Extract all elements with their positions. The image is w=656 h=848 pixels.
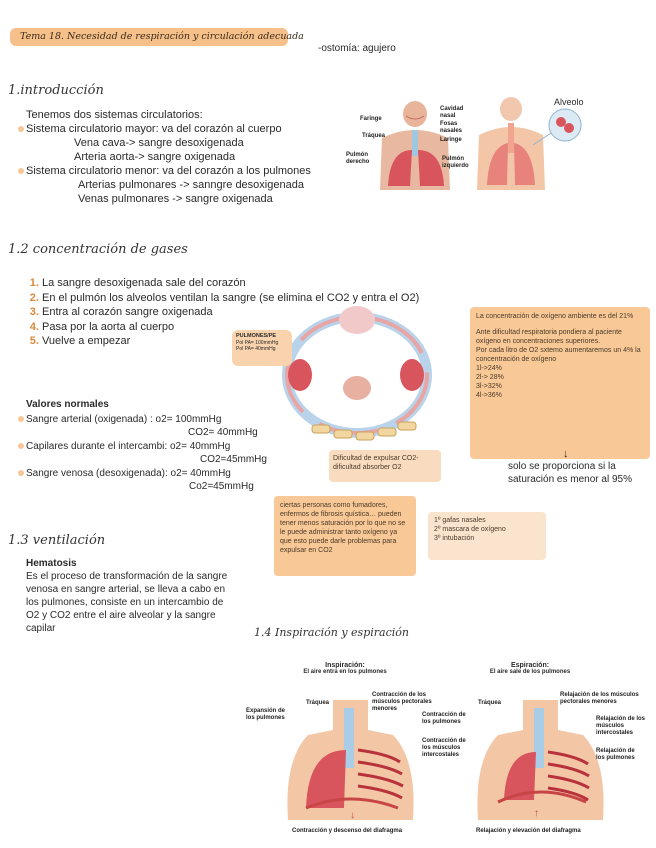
intro-line: Tenemos dos sistemas circulatorios: [26,109,203,121]
step-item: En el pulmón los alveolos ventilan la sa… [42,291,506,306]
valor-line: CO2= 40mmHg [188,427,258,438]
step-item: Vuelve a empezar [42,334,506,349]
label-traquea: Tráquea [362,133,386,139]
inspiracion-illustration: ↓ [287,700,414,820]
valor-line: Capilares durante el intercambi: o2= 40m… [26,441,231,452]
label-fosas-nasales: Fosas nasales [440,121,463,134]
intro-line: Venas pulmonares -> sangre oxigenada [78,193,273,205]
label-pulmon-derecho: Pulmón derecho [346,152,370,165]
title-banner [10,28,288,46]
valor-line: Co2=45mmHg [189,481,254,492]
caption-inspiracion: Contracción y descenso del diafragma [292,828,403,834]
label-faringe: Faringe [360,116,382,122]
step-item: Pasa por la aorta al cuerpo [42,320,506,335]
bullet-icon [18,470,24,477]
intro-line: Sistema circulatorio mayor: va del coraz… [26,123,282,135]
intro-text: Tenemos dos sistemas circulatorios: Sist… [18,108,356,206]
svg-text:↑: ↑ [534,808,539,819]
steps-list: La sangre desoxigenada sale del corazón … [26,276,506,349]
bullet-icon [18,168,24,175]
bullet-icon [18,416,24,423]
heading-ventilacion: 1.3 ventilación [8,533,106,548]
step-item: La sangre desoxigenada sale del corazón [42,276,506,291]
heading-inspiracion-espiracion: 1.4 Inspiración y espiración [254,626,409,639]
bullet-icon [18,126,24,133]
circulation-diagram [282,306,432,441]
label-alveolo: Alveolo [554,97,584,107]
label-pectorales-contraccion: Contracción de los músculos pectorales m… [372,692,432,712]
inspiracion-title: Inspiración: El aire entra en los pulmon… [303,662,387,675]
diagram-pressure-box: PULMONES/PE Pol PA= 100mmHg Pol PA= 40mm… [232,330,292,366]
respiratory-system-illustration [380,101,450,190]
intro-line: Vena cava-> sangre desoxigenada [74,137,244,149]
valor-line: CO2=45mmHg [200,454,267,465]
heading-introduccion: 1.introducción [8,83,104,98]
bullet-icon [18,443,24,450]
valor-line: Sangre arterial (oxigenada) : o2= 100mmH… [26,414,222,425]
arrow-down-icon: ↓ [563,448,569,460]
step-item: Entra al corazón sangre oxigenada [42,305,506,320]
label-laringe: Laringe [440,137,462,143]
label-traquea-left: Tráquea [306,700,330,706]
svg-text:↓: ↓ [350,810,355,820]
valor-line: Sangre venosa (desoxigenada): o2= 40mmHg [26,468,231,479]
label-intercostales-relajacion: Relajación de los músculos intercostales [596,716,646,736]
intro-line: Arterias pulmonares -> sanngre desoxigen… [78,179,304,191]
ostomia-note: -ostomía: agujero [318,43,396,54]
valores-title: Valores normales [26,399,109,410]
hematosis-term: Hematosis [26,558,77,569]
dificultad-note: Dificultad de expulsar CO2-dificultad ab… [329,450,441,482]
label-pulmon-izquierdo: Pulmón izquierdo [442,156,469,169]
alveolo-illustration [477,97,582,190]
oxygen-devices-note: 1º gafas nasales 2º mascara de oxígeno 3… [428,512,546,560]
label-cavidad-nasal: Cavidad nasal [440,106,464,119]
hematosis-definition: Es el proceso de transformación de la sa… [26,571,228,634]
valores-normales: Valores normales Sangre arterial (oxigen… [18,398,296,493]
page-title: Tema 18. Necesidad de respiración y circ… [20,31,304,42]
espiracion-title: Espiración: El aire sale de los pulmones [489,662,571,675]
heading-concentracion-gases: 1.2 concentración de gases [8,242,188,257]
label-pectorales-relajacion: Relajación de los músculos pectorales me… [560,692,639,705]
label-intercostales-contraccion: Contracción de los músculos intercostale… [422,738,466,758]
label-contraccion-pulmones: Contracción de los pulmones [422,712,466,725]
label-expansion: Expansión de los pulmones [246,708,286,721]
caption-espiracion: Relajación y elevación del diafragma [476,828,581,834]
label-relajacion-pulmones: Relajación de los pulmones [596,748,635,761]
label-traquea-right: Tráquea [478,700,502,706]
fumadores-note: ciertas personas como fumadores, enfermo… [274,496,416,576]
intro-line: Sistema circulatorio menor: va del coraz… [26,165,311,177]
oxygen-concentration-note: La concentración de oxígeno ambiente es … [470,307,650,459]
espiracion-illustration: ↑ [477,700,604,820]
saturacion-note: solo se proporciona si la saturación es … [508,461,632,485]
intro-line: Arteria aorta-> sangre oxigenada [74,151,236,163]
